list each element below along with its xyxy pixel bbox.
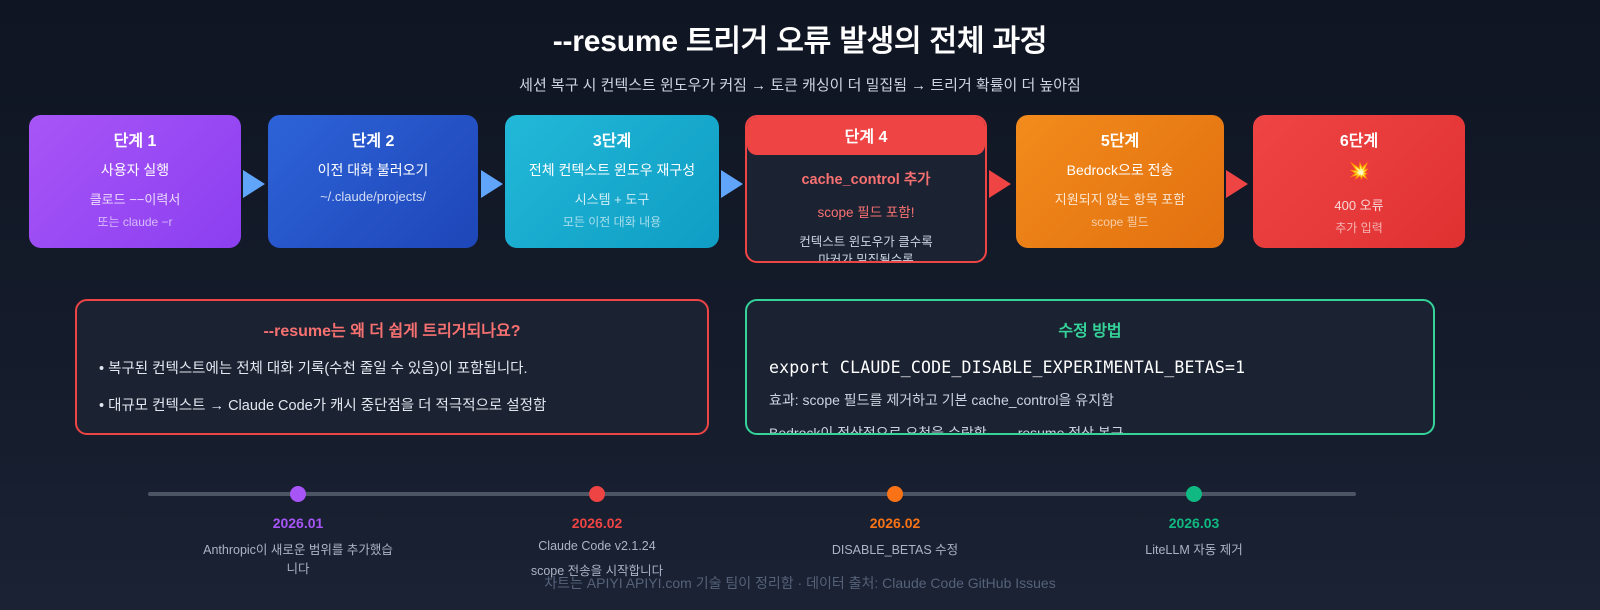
fix-panel: 수정 방법 export CLAUDE_CODE_DISABLE_EXPERIM…	[745, 299, 1435, 435]
flow-step-4: 단계 4 cache_control 추가 scope 필드 포함! 컨텍스트 윈도우…	[745, 115, 987, 263]
explanation-bullet: • 더 많은 cache_control 태그 → scope를 포함할 확률 …	[99, 431, 685, 433]
flow-step-6-secondary: 400 오류	[1334, 198, 1384, 213]
flow-arrow-icon-3	[721, 170, 743, 198]
explanation-bullet: • 대규모 컨텍스트 → Claude Code가 캐시 중단점을 더 적극적으…	[99, 398, 547, 414]
flow-step-2-title: 단계 2	[351, 133, 395, 150]
timeline-date: 2026.01	[272, 515, 324, 531]
explanation-panel-title: --resume는 왜 더 쉽게 트리거되나요?	[263, 323, 521, 340]
flow-arrow-icon-4	[989, 170, 1011, 198]
timeline-label: DISABLE_BETAS 수정	[831, 543, 959, 557]
fix-notes-list: 효과: scope 필드를 제거하고 기본 cache_control을 유지함…	[769, 390, 1411, 435]
flow-step-4-title: 단계 4	[747, 117, 985, 155]
flow-step-5-title: 5단계	[1100, 133, 1140, 150]
flow-step-4-secondary: scope 필드 포함!	[817, 205, 915, 220]
flow-step-2: 단계 2 이전 대화 불러오기 ~/.claude/projects/	[268, 115, 478, 248]
timeline-date: 2026.02	[571, 515, 623, 531]
flow-step-1-title: 단계 1	[113, 133, 157, 150]
flow-step-1-secondary: 클로드 −−이력서	[89, 192, 181, 207]
page-title: --resume 트리거 오류 발생의 전체 과정	[552, 25, 1048, 58]
flow-step-4-body: cache_control 추가 scope 필드 포함! 컨텍스트 윈도우가 클수…	[747, 155, 985, 263]
flow-step-2-secondary: ~/.claude/projects/	[320, 189, 426, 204]
chart-header: --resume 트리거 오류 발생의 전체 과정 세션 복구 시 컨텍스트 윈…	[0, 0, 1600, 95]
flow-step-5-secondary: 지원되지 않는 항목 포함	[1054, 192, 1186, 207]
fix-panel-title: 수정 방법	[1058, 323, 1122, 340]
timeline-dot-icon	[887, 486, 903, 502]
flow-step-4-primary: cache_control 추가	[801, 172, 931, 188]
explanation-bullet-list: • 복구된 컨텍스트에는 전체 대화 기록(수천 줄일 수 있음)이 포함됩니다…	[77, 357, 707, 433]
timeline-dot-icon	[1186, 486, 1202, 502]
timeline-label: LiteLLM 자동 제거	[1145, 543, 1243, 557]
flow-step-6-tertiary: 추가 입력	[1335, 221, 1383, 235]
explosion-icon: 💥	[1347, 161, 1371, 182]
flow-step-3-primary: 전체 컨텍스트 윈도우 재구성	[528, 162, 696, 178]
flow-step-5-primary: Bedrock으로 전송	[1066, 162, 1174, 178]
fix-note: 효과: scope 필드를 제거하고 기본 cache_control을 유지함	[769, 392, 1114, 408]
flow-step-3-title: 3단계	[592, 133, 632, 150]
timeline-date: 2026.02	[869, 515, 921, 531]
explanation-panel: --resume는 왜 더 쉽게 트리거되나요? • 복구된 컨텍스트에는 전체…	[75, 299, 709, 435]
flow-step-5-tertiary: scope 필드	[1091, 215, 1149, 229]
timeline-dot-icon	[589, 486, 605, 502]
fix-command-code: export CLAUDE_CODE_DISABLE_EXPERIMENTAL_…	[769, 358, 1246, 377]
flow-step-1-tertiary: 또는 claude −r	[97, 215, 173, 229]
fix-panel-body: export CLAUDE_CODE_DISABLE_EXPERIMENTAL_…	[747, 358, 1433, 435]
flow-arrow-icon-2	[481, 170, 503, 198]
explanation-bullet: • 복구된 컨텍스트에는 전체 대화 기록(수천 줄일 수 있음)이 포함됩니다…	[99, 361, 528, 377]
timeline-label: Anthropic이 새로운 범위를 추가했습니다	[203, 543, 393, 576]
flow-arrow-icon-5	[1226, 170, 1248, 198]
flow-step-2-primary: 이전 대화 불러오기	[317, 162, 429, 178]
timeline-dot-icon	[290, 486, 306, 502]
flow-step-3-tertiary: 모든 이전 대화 내용	[562, 215, 662, 229]
timeline-label: Claude Code v2.1.24	[538, 539, 656, 553]
timeline-track	[148, 492, 1356, 496]
flow-step-1-primary: 사용자 실행	[100, 162, 170, 178]
fix-note: Bedrock이 정상적으로 요청을 수락함 → --resume 정상 복구	[769, 425, 1124, 435]
flow-step-3-secondary: 시스템 + 도구	[574, 192, 650, 207]
footer-credit: 차트는 APIYI APIYI.com 기술 팀이 정리함 · 데이터 출처: …	[544, 575, 1056, 591]
timeline-date: 2026.03	[1168, 515, 1220, 531]
flow-step-6-title: 6단계	[1339, 133, 1379, 150]
timeline-sublabel: scope 전송을 시작합니다	[530, 564, 664, 578]
page-subtitle: 세션 복구 시 컨텍스트 윈도우가 커짐 → 토큰 캐싱이 더 밀집됨 → 트리…	[519, 77, 1081, 94]
flow-arrow-icon-1	[243, 170, 265, 198]
